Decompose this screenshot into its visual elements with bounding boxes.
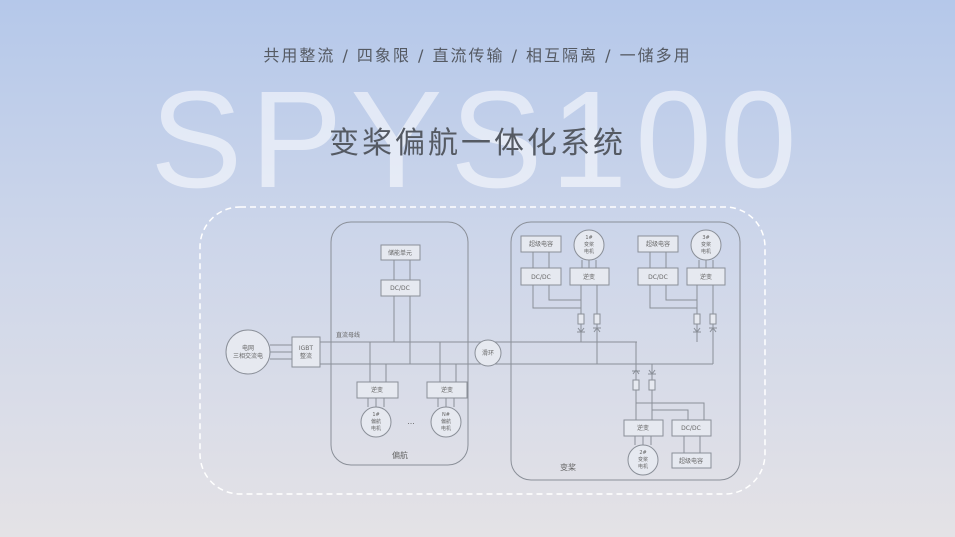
pitch-inverter-1 xyxy=(569,267,610,286)
motor-label: 电机 xyxy=(638,463,648,470)
grid-source xyxy=(225,329,271,375)
inverter-label: 逆变 xyxy=(700,273,712,281)
pitch-group xyxy=(510,221,741,481)
motor-label: 偏航 xyxy=(441,418,451,425)
supercap-label: 超级电容 xyxy=(679,457,703,465)
storage-label: 储能单元 xyxy=(388,249,412,257)
yaw-inverter-1 xyxy=(356,381,399,399)
dc-bus-label: 直流母线 xyxy=(336,331,360,339)
yaw-group xyxy=(330,221,469,466)
yaw-motor-1 xyxy=(360,406,392,438)
diodes xyxy=(577,327,717,375)
supercap-1 xyxy=(520,235,562,253)
pitch-motor-1 xyxy=(573,229,605,261)
pitch-dcdc-3 xyxy=(637,267,679,286)
slip-ring xyxy=(474,339,502,367)
watermark-model: SPYS100 xyxy=(150,63,805,217)
yaw-inverter-label: 逆变 xyxy=(371,386,383,394)
yaw-label: 偏航 xyxy=(392,450,408,460)
motor-label: 电机 xyxy=(441,425,451,432)
motor-label: 变桨 xyxy=(701,241,711,248)
grid-label: 电网 xyxy=(242,344,254,352)
motor-label: 1# xyxy=(585,235,592,241)
supercap-label: 超级电容 xyxy=(529,240,553,248)
yaw-motor-n xyxy=(430,406,462,438)
yaw-dcdc xyxy=(380,279,421,297)
motor-label: 电机 xyxy=(701,248,711,255)
pitch-label: 变桨 xyxy=(560,462,576,472)
igbt-rectifier xyxy=(291,336,321,368)
subtitle: 共用整流 / 四象限 / 直流传输 / 相互隔离 / 一储多用 xyxy=(263,46,692,65)
yaw-dcdc-label: DC/DC xyxy=(390,285,410,292)
pitch-inverter-3 xyxy=(686,267,726,286)
dcdc-label: DC/DC xyxy=(648,274,668,281)
motor-label: 3# xyxy=(702,235,709,241)
motor-label: 1# xyxy=(372,412,379,418)
motor-label: 偏航 xyxy=(371,418,381,425)
storage-unit xyxy=(380,244,421,261)
yaw-inverter-n xyxy=(426,381,468,399)
motor-label: 变桨 xyxy=(638,456,648,463)
page-title: 变桨偏航一体化系统 xyxy=(329,126,626,161)
supercap-3 xyxy=(637,235,679,253)
pitch-motor-3 xyxy=(690,229,722,261)
dcdc-label: DC/DC xyxy=(681,425,701,432)
fuses xyxy=(577,313,717,391)
supercap-2 xyxy=(671,452,712,469)
motor-label: 2# xyxy=(639,450,646,456)
supercap-label: 超级电容 xyxy=(646,240,670,248)
pitch-dcdc-2 xyxy=(671,419,712,437)
yaw-inverter-label: 逆变 xyxy=(441,386,453,394)
igbt-label-2: 整流 xyxy=(300,352,312,360)
ellipsis: ... xyxy=(407,417,415,426)
wiring xyxy=(270,252,714,453)
motor-label: 变桨 xyxy=(584,241,594,248)
dcdc-label: DC/DC xyxy=(531,274,551,281)
inverter-label: 逆变 xyxy=(637,424,649,432)
pitch-motor-2 xyxy=(627,444,659,476)
motor-label: 电机 xyxy=(584,248,594,255)
motor-label: N# xyxy=(442,412,450,418)
igbt-label: IGBT xyxy=(299,345,314,352)
grid-label-2: 三相交流电 xyxy=(233,352,263,360)
pitch-inverter-2 xyxy=(623,419,664,437)
diagram-frame xyxy=(199,206,766,495)
inverter-label: 逆变 xyxy=(583,273,595,281)
motor-label: 电机 xyxy=(371,425,381,432)
slip-ring-label: 滑环 xyxy=(482,349,494,357)
pitch-dcdc-1 xyxy=(520,267,562,286)
